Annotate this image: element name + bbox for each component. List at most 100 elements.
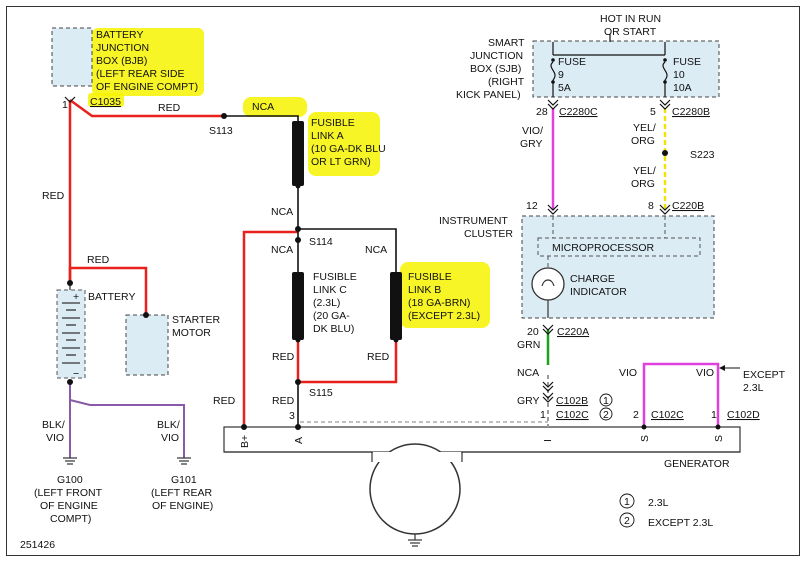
g101-1: G101 — [171, 474, 197, 486]
starter-label-2: MOTOR — [172, 327, 211, 339]
starter-motor-box — [125, 314, 169, 376]
s115-label: S115 — [309, 387, 333, 399]
fl-b-1: FUSIBLE — [408, 271, 452, 283]
battery-label: BATTERY — [88, 291, 135, 303]
fusible-link-b — [390, 272, 402, 340]
bjb-box — [51, 27, 93, 87]
charge-indicator-lamp — [531, 267, 565, 301]
bjb-label-4: (LEFT REAR SIDE — [96, 68, 185, 80]
note-1-marker: 1 — [603, 395, 609, 407]
instrument-cluster-box — [521, 215, 715, 319]
fuse9-2: 9 — [558, 69, 564, 81]
yel-org-3: YEL/ — [633, 165, 656, 177]
grn-label: GRN — [517, 339, 540, 351]
s223-splice — [662, 150, 668, 156]
gen-pin1: 1 — [540, 409, 546, 421]
bjb-pin: 1 — [62, 99, 68, 111]
fl-a-4: OR LT GRN) — [311, 156, 371, 168]
red-label-top: RED — [158, 102, 181, 114]
g100-ground-icon — [63, 457, 77, 465]
nca-label-c: NCA — [271, 244, 293, 256]
fl-c-5: DK BLU) — [313, 323, 354, 335]
legend-1-text: 2.3L — [648, 497, 669, 509]
blk-vio-1b: VIO — [46, 432, 64, 444]
gry-label: GRY — [517, 395, 540, 407]
legend-2-num: 2 — [624, 515, 630, 527]
sjb-label-2: JUNCTION — [470, 50, 523, 62]
diagram-frame — [6, 6, 800, 556]
g100-1: G100 — [57, 474, 83, 486]
nca-label-gen: NCA — [517, 367, 539, 379]
c2280c-connector: C2280C — [559, 106, 598, 118]
battery-minus-terminal — [67, 379, 73, 385]
gen-pin-3: 3 — [289, 410, 295, 422]
c102c-connector: C102C — [556, 409, 589, 421]
vio-s-wires — [642, 362, 720, 427]
sjb-label-5: KICK PANEL) — [456, 89, 521, 101]
g100-4: COMPT) — [50, 513, 91, 525]
blk-vio-2a: BLK/ — [157, 419, 180, 431]
nca-label-mid: NCA — [271, 206, 293, 218]
gen-pin2: 2 — [633, 409, 639, 421]
charge-label-1: CHARGE — [570, 273, 615, 285]
s113-label: S113 — [209, 125, 233, 137]
c102c-connector-2: C102C — [651, 409, 684, 421]
sjb-label-1: SMART — [488, 37, 525, 49]
ground-wires — [69, 382, 185, 458]
nca-label-b: NCA — [365, 244, 387, 256]
fuse10-1: FUSE — [673, 56, 701, 68]
bjb-label-2: JUNCTION — [96, 42, 149, 54]
c102d-connector: C102D — [727, 409, 760, 421]
connector-chevrons — [64, 96, 671, 403]
fl-c-3: (2.3L) — [313, 297, 340, 309]
nca-label-top: NCA — [252, 101, 274, 113]
g100-2: (LEFT FRONT — [34, 487, 103, 499]
gen-pin-bplus: B+ — [239, 435, 251, 448]
starter-terminal — [143, 312, 149, 318]
c220a-connector: C220A — [557, 326, 589, 338]
red-label-a: RED — [272, 395, 295, 407]
bjb-label-3: BOX (BJB) — [96, 55, 147, 67]
sjb-label-3: BOX (SJB) — [470, 63, 521, 75]
fuse10-3: 10A — [673, 82, 692, 94]
s113-splice — [221, 113, 227, 119]
vio-gry-1: VIO/ — [522, 125, 543, 137]
sjb-box — [532, 40, 720, 98]
fl-c-4: (20 GA- — [313, 310, 350, 322]
yel-org-4: ORG — [631, 178, 655, 190]
bjb-label-1: BATTERY — [96, 29, 143, 41]
red-wires — [68, 98, 398, 427]
s114-splice-b — [295, 237, 301, 243]
microprocessor-label: MICROPROCESSOR — [552, 242, 655, 254]
g101-2: (LEFT REAR — [151, 487, 212, 499]
fl-b-2: LINK B — [408, 284, 441, 296]
except-note-2: 2.3L — [743, 382, 764, 394]
fuse9-1: FUSE — [558, 56, 586, 68]
s115-splice — [295, 379, 301, 385]
c102b-connector: C102B — [556, 395, 588, 407]
red-label-left: RED — [42, 190, 65, 202]
battery-minus: − — [73, 368, 79, 380]
s114-splice-a — [295, 226, 301, 232]
generator-body — [223, 426, 741, 453]
fuse10-2: 10 — [673, 69, 685, 81]
legend: 1 2.3L 2 EXCEPT 2.3L — [619, 493, 713, 529]
a-terminal — [295, 424, 301, 430]
c220b-connector: C220B — [672, 200, 704, 212]
gen-pin-s2: S — [713, 435, 725, 442]
gen-pin-s1: S — [639, 435, 651, 442]
battery-symbol — [56, 283, 86, 379]
c2280b-connector: C2280B — [672, 106, 710, 118]
blk-vio-1a: BLK/ — [42, 419, 65, 431]
red-label-starter: RED — [87, 254, 110, 266]
cluster-pin12: 12 — [526, 200, 538, 212]
blk-vio-2b: VIO — [161, 432, 179, 444]
generator-housing — [371, 452, 463, 462]
cluster-label-2: CLUSTER — [464, 228, 513, 240]
red-label-c: RED — [272, 351, 295, 363]
fl-c-1: FUSIBLE — [313, 271, 357, 283]
diagram-id: 251426 — [20, 539, 55, 551]
cluster-internal-wiring — [547, 216, 666, 268]
yel-org-2: ORG — [631, 135, 655, 147]
